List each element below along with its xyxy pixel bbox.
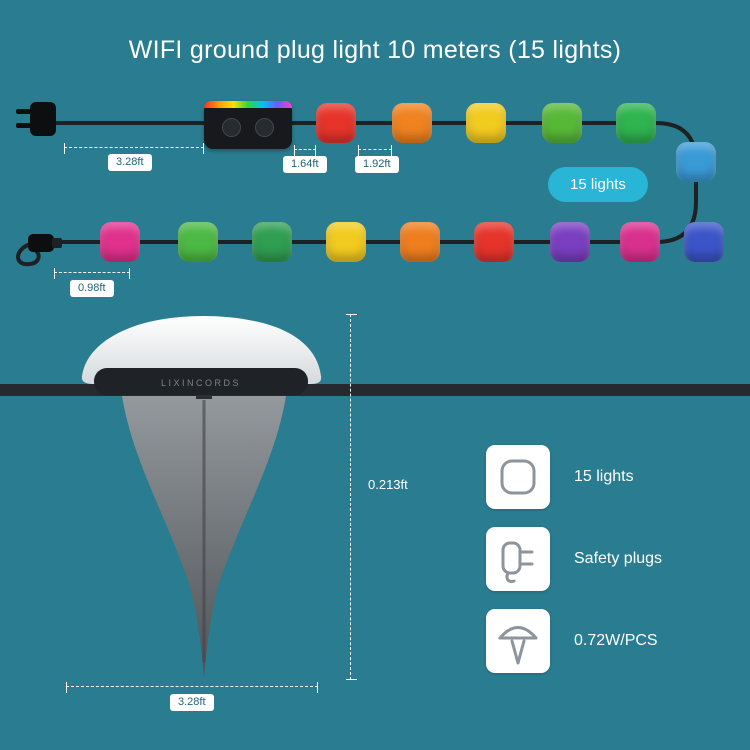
feature-icon-box: [486, 445, 550, 509]
rgb-light: [474, 222, 514, 262]
rgb-light: [676, 142, 716, 182]
measure-label-tail-lead: 0.98ft: [70, 280, 114, 297]
rgb-light: [466, 103, 506, 143]
rgb-light: [392, 103, 432, 143]
measure-label-controller-to-light: 1.64ft: [283, 156, 327, 173]
measure-label-plug-to-controller: 3.28ft: [108, 154, 152, 171]
rgb-strip: [204, 101, 292, 108]
feature-icon-box: [486, 609, 550, 673]
cable-main-run: [56, 121, 698, 244]
rgb-light: [620, 222, 660, 262]
controller-mode-button: [255, 118, 274, 137]
cable-tail-loop: [16, 242, 41, 267]
measure-label-stake-height: 0.213ft: [368, 477, 408, 492]
ground-light-icon: [498, 626, 538, 665]
page-title: WIFI ground plug light 10 meters (15 lig…: [128, 36, 622, 64]
rgb-light: [326, 222, 366, 262]
measure-label-light-spacing: 1.92ft: [355, 156, 399, 173]
rgb-light: [100, 222, 140, 262]
rgb-light: [316, 103, 356, 143]
rgb-light: [542, 103, 582, 143]
rgb-light: [550, 222, 590, 262]
plug-icon: [501, 541, 534, 583]
rgb-light: [178, 222, 218, 262]
feature-icon-box: [486, 527, 550, 591]
feature-row-plugs: Safety plugs: [486, 527, 662, 591]
measure-label-lamp-width: 3.28ft: [170, 694, 214, 711]
rgb-light: [252, 222, 292, 262]
feature-row-power: 0.72W/PCS: [486, 609, 658, 673]
feature-label: 0.72W/PCS: [574, 632, 658, 649]
measure-line-controller-to-light: [294, 145, 316, 156]
measure-line-tail-lead: [54, 268, 130, 279]
feature-label: 15 lights: [574, 468, 634, 485]
measure-line-light-spacing: [358, 145, 392, 156]
measure-line-stake-height: [346, 314, 357, 680]
wifi-controller: [204, 101, 292, 149]
rgb-light: [616, 103, 656, 143]
feature-row-lights: 15 lights: [486, 445, 634, 509]
lamp-dome: [81, 315, 322, 384]
rgb-light: [400, 222, 440, 262]
ground-lamp-illustration: LIXINCORDS: [81, 315, 322, 678]
measure-line-plug-to-controller: [64, 143, 204, 154]
controller-power-button: [222, 118, 241, 137]
power-plug-icon: [16, 102, 56, 136]
lights-count-badge: 15 lights: [548, 167, 648, 202]
tail-connector-icon: [28, 234, 62, 252]
brand-text: LIXINCORDS: [161, 378, 241, 388]
lamp-rim: [94, 368, 308, 395]
feature-label: Safety plugs: [574, 550, 663, 567]
measure-line-lamp-width: [66, 682, 318, 693]
light-square-icon: [500, 459, 536, 495]
rgb-light: [684, 222, 724, 262]
